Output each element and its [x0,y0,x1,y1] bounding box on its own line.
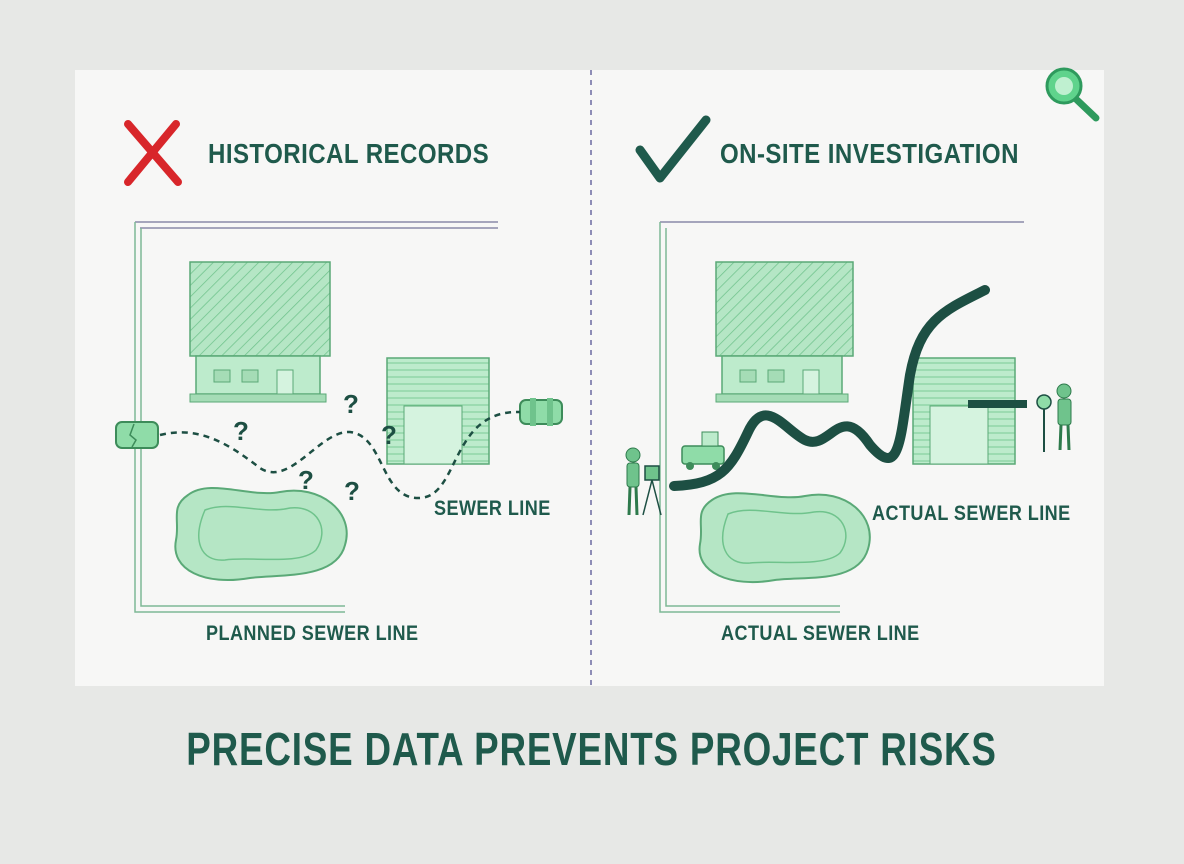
question-mark-icon: ? [381,420,397,450]
right-pool [698,492,871,584]
x-mark-icon [124,120,182,186]
locator-worker-icon [1036,383,1072,452]
right-heading: ON-SITE INVESTIGATION [720,138,1019,169]
right-property-boundary [659,221,1024,613]
planned-sewer-line [159,410,521,500]
excavator-icon [681,431,725,470]
check-mark-icon [635,115,711,183]
question-marks: ? ? ? ? ? [233,389,397,506]
left-pool [174,487,348,582]
broken-pipe-icon [115,421,159,449]
magnifier-icon [1045,67,1100,122]
question-mark-icon: ? [298,465,314,495]
right-sewer-label: ACTUAL SEWER LINE [872,502,1071,525]
surveyor-icon [625,447,662,516]
pipe-connector-icon [519,398,563,426]
tagline-text: PRECISE DATA PREVENTS PROJECT RISKS [186,723,998,775]
left-house [189,261,331,403]
left-heading: HISTORICAL RECORDS [208,138,490,169]
right-garage [912,357,1016,465]
question-mark-icon: ? [233,416,249,446]
question-mark-icon: ? [344,476,360,506]
right-bottom-label: ACTUAL SEWER LINE [721,622,920,645]
left-sewer-label: SEWER LINE [434,497,551,520]
left-bottom-label: PLANNED SEWER LINE [206,622,419,645]
left-garage [386,357,490,465]
question-mark-icon: ? [343,389,359,419]
left-property-boundary [134,221,498,613]
actual-sewer-line [669,285,990,491]
tagline: PRECISE DATA PREVENTS PROJECT RISKS [0,722,1184,776]
right-house [715,261,854,403]
